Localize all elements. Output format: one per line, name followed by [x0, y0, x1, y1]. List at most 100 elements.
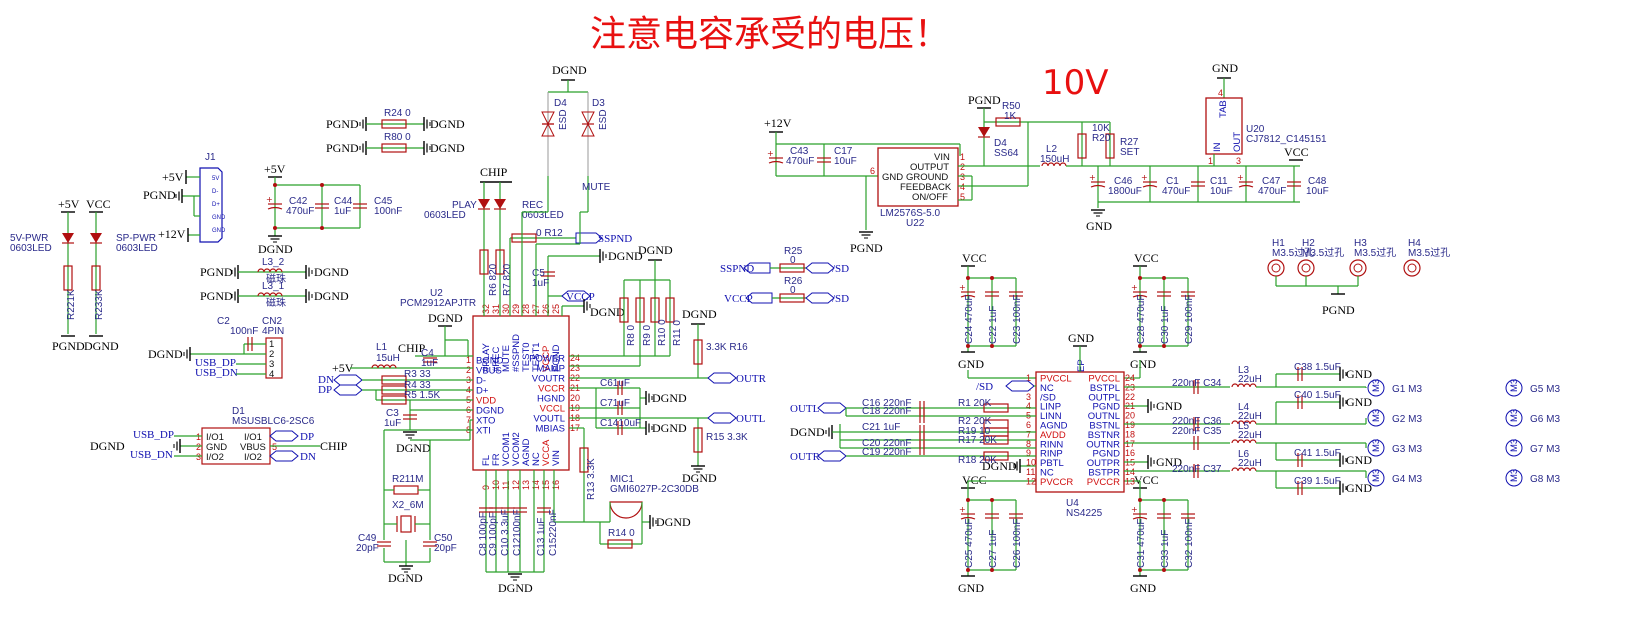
- svg-text:R20: R20: [1092, 133, 1111, 144]
- svg-text:C61uF: C61uF: [600, 378, 630, 389]
- svg-text:SSPND: SSPND: [598, 233, 632, 245]
- svg-text:M3: M3: [1371, 409, 1382, 422]
- u2-pin-30: MUTE: [501, 345, 512, 372]
- svg-text:2: 2: [466, 365, 471, 375]
- svg-text:DGND: DGND: [314, 289, 349, 303]
- svg-text:DGND: DGND: [84, 339, 119, 353]
- svg-text:4PIN: 4PIN: [262, 326, 284, 337]
- inductor-ref: L3: [1238, 365, 1250, 376]
- svg-text:29: 29: [511, 304, 521, 314]
- svg-text:R211M: R211M: [392, 474, 424, 485]
- svg-text:31: 31: [491, 304, 501, 314]
- hole-outer: [1403, 259, 1421, 277]
- svg-text:DGND: DGND: [652, 421, 687, 435]
- svg-text:0 R12: 0 R12: [536, 228, 563, 239]
- svg-text:20: 20: [1125, 411, 1135, 421]
- svg-text:C2: C2: [217, 316, 230, 327]
- svg-text:SS64: SS64: [994, 148, 1019, 159]
- svg-text:10uF: 10uF: [1306, 186, 1329, 197]
- svg-text:26: 26: [541, 304, 551, 314]
- cap-label: C26 100nF: [1012, 519, 1023, 568]
- svg-text:OUTR: OUTR: [790, 451, 821, 463]
- svg-text:+12V: +12V: [158, 227, 186, 241]
- svg-text:M3: M3: [1371, 439, 1382, 452]
- filter-cap-label: C41 1.5uF: [1294, 448, 1341, 459]
- screw-label: G5 M3: [1530, 384, 1560, 395]
- svg-text:L3_1: L3_1: [262, 281, 285, 292]
- svg-text:0603LED: 0603LED: [522, 210, 564, 221]
- svg-text:+5V: +5V: [332, 361, 354, 375]
- svg-text:VCCP: VCCP: [724, 293, 753, 305]
- u2-pin-18: VOUTL: [533, 414, 565, 425]
- u2-pin-9: FL: [481, 455, 492, 466]
- svg-text:4: 4: [960, 182, 965, 192]
- svg-text:DGND: DGND: [388, 571, 423, 585]
- svg-text:C42: C42: [289, 196, 308, 207]
- svg-text:C48: C48: [1308, 176, 1327, 187]
- u4-pin-1: PVCCL: [1040, 374, 1072, 385]
- svg-text:5: 5: [272, 442, 277, 452]
- svg-text:PGND: PGND: [968, 93, 1001, 107]
- svg-text:GND: GND: [1068, 331, 1094, 345]
- svg-text:C46: C46: [1114, 176, 1133, 187]
- u2-pin-20: HGND: [537, 394, 565, 405]
- svg-text:+12V: +12V: [764, 116, 792, 130]
- svg-text:30: 30: [501, 304, 511, 314]
- svg-text:U2: U2: [430, 288, 443, 299]
- svg-text:+5V: +5V: [264, 162, 286, 176]
- svg-text:M3: M3: [1509, 469, 1520, 482]
- svg-text:VIN: VIN: [934, 152, 950, 163]
- svg-text:C50: C50: [434, 533, 453, 544]
- svg-text:C20 220nF: C20 220nF: [862, 438, 911, 449]
- svg-text:DGND: DGND: [498, 581, 533, 595]
- svg-text:3: 3: [1026, 392, 1031, 402]
- svg-text:USB_DN: USB_DN: [130, 449, 173, 461]
- cap-label: C27 1uF: [988, 530, 999, 568]
- svg-text:100nF: 100nF: [374, 206, 402, 217]
- svg-text:0603LED: 0603LED: [116, 243, 158, 254]
- screw-terminal: [1367, 379, 1385, 397]
- svg-text:LM2576S-5.0: LM2576S-5.0: [880, 208, 940, 219]
- svg-text:R8 0: R8 0: [626, 324, 637, 346]
- u2-pin-26: VCCP: [541, 346, 552, 372]
- svg-text:GND: GND: [1212, 61, 1238, 75]
- svg-text:MSUSBLC6-2SC6: MSUSBLC6-2SC6: [232, 416, 315, 427]
- svg-text:R7 820: R7 820: [502, 263, 513, 296]
- svg-text:19: 19: [1125, 420, 1135, 430]
- svg-text:DGND: DGND: [396, 441, 431, 455]
- svg-text:ESD: ESD: [598, 109, 609, 130]
- svg-text:M3: M3: [1509, 409, 1520, 422]
- svg-text:R17 20K: R17 20K: [958, 435, 997, 446]
- svg-text:R13 3.3K: R13 3.3K: [586, 458, 597, 500]
- svg-text:OUT: OUT: [1232, 132, 1243, 152]
- svg-text:C21 1uF: C21 1uF: [862, 422, 900, 433]
- svg-text:ESD: ESD: [558, 109, 569, 130]
- boot-cap-label: 220nF C37: [1172, 464, 1222, 475]
- svg-text:GND: GND: [1156, 455, 1182, 469]
- svg-text:磁珠: 磁珠: [266, 272, 286, 285]
- inductor-ref: L6: [1238, 449, 1250, 460]
- cap-label: C31 470uF: [1136, 519, 1147, 568]
- svg-text:R26: R26: [784, 276, 803, 287]
- u2-pin-6: DGND: [476, 406, 504, 417]
- u2-pin-21: VCCR: [538, 384, 565, 395]
- u4-pin-15: OUTPR: [1087, 458, 1120, 469]
- u2-pin-14: NC: [531, 452, 542, 466]
- svg-text:GND: GND: [1086, 219, 1112, 233]
- svg-text:I/O1: I/O1: [206, 432, 224, 443]
- svg-text:100nF: 100nF: [230, 326, 258, 337]
- cap-label: C22 1uF: [988, 306, 999, 344]
- svg-text:EP: EP: [1076, 359, 1087, 372]
- filter-cap-label: C40 1.5uF: [1294, 390, 1341, 401]
- svg-text:8: 8: [1026, 439, 1031, 449]
- u4-pin-16: PGND: [1093, 449, 1121, 460]
- svg-text:ON/OFF: ON/OFF: [912, 192, 948, 203]
- svg-text:VCC: VCC: [1284, 145, 1309, 159]
- screw-terminal: [1505, 469, 1523, 487]
- svg-text:11: 11: [501, 481, 511, 490]
- u2-pin-5: VDD: [476, 396, 496, 407]
- svg-text:R2 20K: R2 20K: [958, 416, 992, 427]
- svg-text:PGND: PGND: [200, 265, 233, 279]
